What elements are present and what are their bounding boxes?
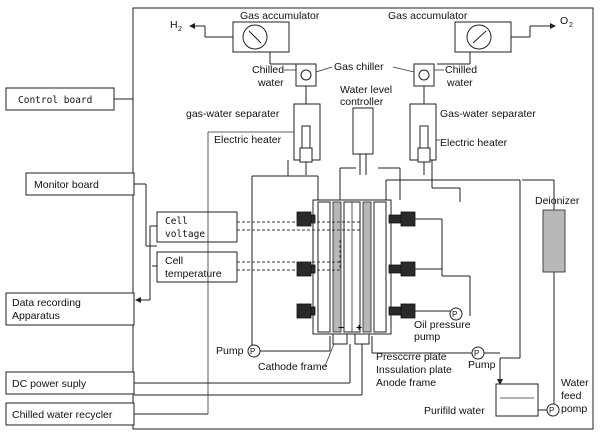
chilled-water-recycler-label: Chilled water recycler [12, 409, 113, 421]
monitor-board-panel: Monitor board [25, 172, 135, 196]
svg-text:P: P [452, 310, 457, 319]
chilled-water-left-label-1: Chilled [252, 64, 284, 76]
oil-pump-icon [449, 307, 463, 321]
electric-heater-right [417, 147, 431, 163]
water-feed-label-2: feed [561, 390, 582, 402]
chilled-water-left-label-2: water [257, 77, 284, 89]
coil-icon [300, 69, 312, 81]
gas-chiller-right [413, 63, 444, 104]
deionizer-label: Deionizer [535, 195, 580, 207]
clamp-bolt-icon [400, 261, 416, 277]
cell-voltage-label-2: voltage [165, 229, 205, 240]
monitor-board-label: Monitor board [34, 179, 99, 191]
purified-water-tank [495, 383, 539, 417]
cell-temperature-label-2: temperature [165, 268, 222, 280]
cell-voltage-box [156, 211, 238, 243]
coil-icon [418, 69, 430, 81]
control-board-label: Control board [18, 95, 92, 106]
water-level-label-1: Water level [340, 84, 392, 96]
h2-label: H [170, 19, 178, 31]
clamp-bolt-icon [296, 303, 312, 319]
clamp-bolt-icon [296, 211, 312, 227]
o2-label: O [560, 15, 568, 27]
data-recording-label-2: Apparatus [12, 310, 60, 322]
gws-left-label: gas-water separater [186, 108, 280, 120]
h2-subscript: 2 [178, 26, 182, 33]
chilled-water-right-label-1: Chilled [445, 64, 477, 76]
purified-water-label: Purifild water [424, 405, 485, 417]
gws-right-label: Gas-water separater [440, 108, 536, 120]
gas-accumulator-right: Gas accumulator [388, 10, 556, 65]
pump-right-label: Pump [468, 359, 496, 371]
insulation-plate-label: Inssulation plate [376, 364, 452, 376]
plus-terminal: + [356, 322, 362, 334]
heater-left-label: Electric heater [214, 134, 282, 146]
water-level-label-2: controller [340, 96, 384, 108]
gas-chiller-left [284, 63, 317, 104]
minus-terminal: − [338, 322, 344, 334]
dc-power-panel: DC power suply [5, 371, 135, 395]
chilled-water-right-label-2: water [446, 77, 473, 89]
electric-heater-left [299, 147, 313, 163]
gas-accumulator-right-label: Gas accumulator [388, 10, 468, 22]
clamp-bolt-icon [400, 303, 416, 319]
clamp-bolt-icon [400, 211, 416, 227]
clamp-bolt-icon [296, 261, 312, 277]
anode-frame-label: Anode frame [376, 377, 436, 389]
gas-accumulator-left: Gas accumulator [189, 10, 320, 65]
cell-voltage-label-1: Cell [165, 216, 188, 227]
data-recording-label-1: Data recording [12, 297, 81, 309]
o2-subscript: 2 [569, 22, 573, 29]
oil-pressure-label-2: pump [414, 331, 440, 343]
cell-temperature-box [156, 251, 238, 283]
water-level-controller [352, 107, 374, 155]
svg-text:P: P [250, 347, 255, 356]
data-recording-panel: Data recording Apparatus [5, 292, 135, 326]
svg-text:P: P [474, 349, 479, 358]
svg-text:P: P [549, 406, 554, 415]
deionizer [542, 209, 566, 273]
heater-right-label: Electric heater [440, 137, 508, 149]
water-feed-label-3: pomp [561, 403, 587, 415]
oil-pressure-label-1: Oil pressure [414, 319, 471, 331]
cell-temperature-label-1: Cell [165, 255, 183, 267]
control-board-panel: Control board [5, 87, 133, 111]
cathode-frame-label: Cathode frame [258, 361, 328, 373]
electrolyzer-stack [296, 199, 416, 345]
pressure-plate-label: Presccrre plate [376, 351, 447, 363]
gas-accumulator-left-label: Gas accumulator [240, 10, 320, 22]
water-feed-label-1: Water [561, 377, 589, 389]
gas-chiller-label: Gas chiller [334, 61, 384, 73]
dc-power-label: DC power suply [12, 378, 87, 390]
chilled-water-recycler-panel: Chilled water recycler [5, 402, 135, 426]
pump-left-label: Pump [216, 345, 244, 357]
